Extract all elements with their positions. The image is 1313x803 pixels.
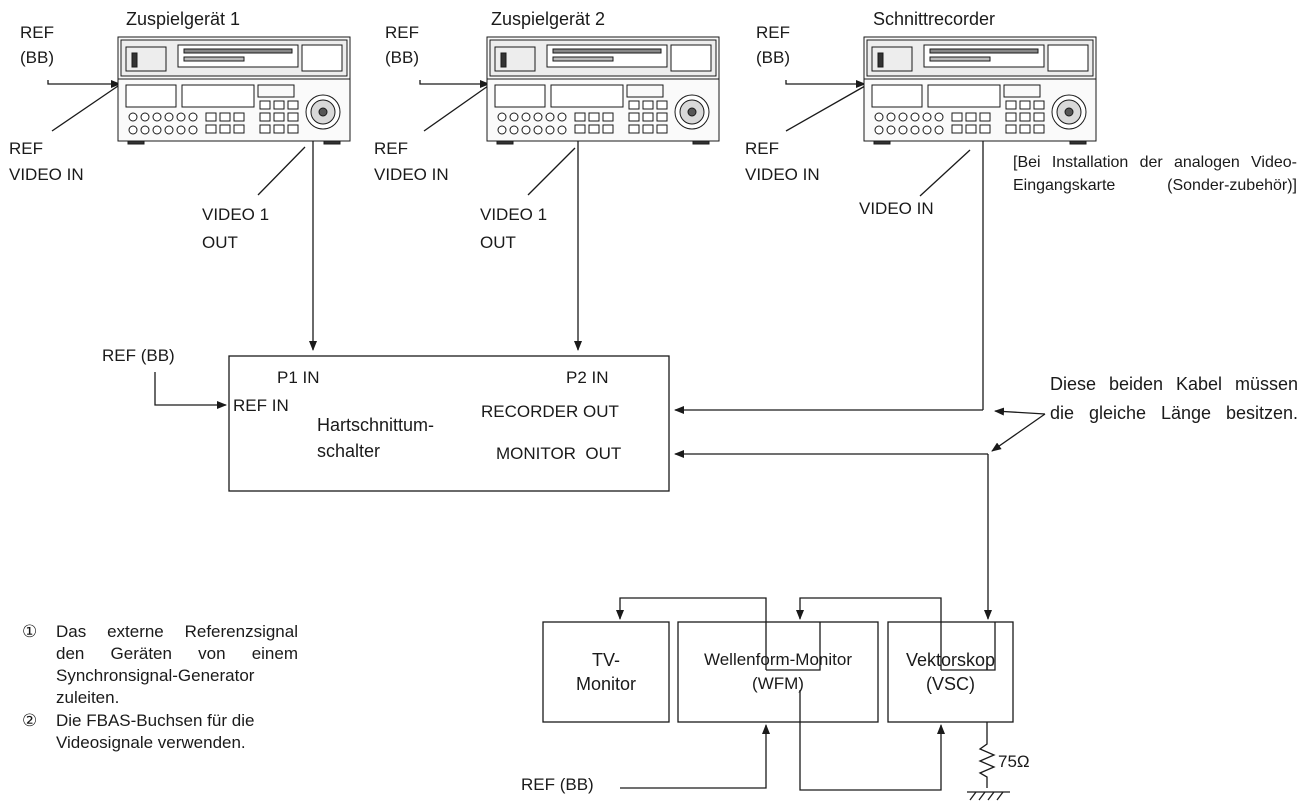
recorder-deck: [863, 36, 1097, 145]
p2-in-label: P2 IN: [566, 368, 609, 387]
recorder-video-in-label: VIDEO IN: [859, 199, 934, 218]
video-out-leader-player2: [527, 147, 576, 196]
tv-monitor-box: [542, 621, 670, 723]
wfm-to-tv-loop: [616, 597, 767, 670]
recorder-option-note: [Bei Installation der analogen Video-Ein…: [1013, 154, 1297, 194]
termination-label: 75Ω: [998, 752, 1030, 771]
ref-video-in-line-recorder: [785, 85, 866, 132]
note-2: ② Die FBAS-Buchsen für die Videosignale …: [22, 710, 298, 754]
video-out-leader-player1: [257, 146, 306, 196]
wfm-box: [677, 621, 879, 723]
p1-in-label: P1 IN: [277, 368, 320, 387]
note-1-text: Das externe Referenzsignal den Geräten v…: [56, 622, 298, 707]
player2-ref-video-in-label: REF VIDEO IN: [374, 139, 449, 184]
note-1-number: ①: [22, 622, 38, 641]
player1-video-out-label: VIDEO 1 OUT: [202, 205, 270, 252]
vsc-box: [887, 621, 1014, 723]
wfm-vsc-inner-loop-1: [766, 622, 821, 671]
ref-video-in-line-player1: [51, 85, 119, 132]
switcher-name: Hartschnittum- schalter: [317, 415, 435, 461]
switcher-ref-bb-label: REF (BB): [102, 346, 175, 365]
player1-title: Zuspielgerät 1: [126, 9, 241, 29]
player1-deck: [117, 36, 351, 145]
ref-bb-line-player2: [419, 80, 490, 88]
note-1: ① Das externe Referenzsignal den Geräten…: [22, 621, 298, 709]
ref-video-in-line-player2: [423, 85, 489, 132]
note-2-number: ②: [22, 711, 38, 730]
ref-bb-to-wfm: [620, 724, 770, 789]
cable-note-arrow-upper: [994, 407, 1046, 416]
monitor-out-label: MONITOR OUT: [496, 444, 622, 463]
recorder-title: Schnittrecorder: [873, 9, 996, 29]
player2-title: Zuspielgerät 2: [491, 9, 606, 29]
monitor-ref-bb-label: REF (BB): [521, 775, 594, 794]
player1-ref-video-in-label: REF VIDEO IN: [9, 139, 84, 184]
vsc-to-wfm-loop: [796, 597, 942, 670]
player2-deck: [486, 36, 720, 145]
wfm-label: Wellenform-Monitor (WFM): [703, 650, 852, 693]
tv-monitor-label: TV- Monitor: [575, 650, 637, 694]
vsc-label: Vektorskop (VSC): [905, 650, 996, 694]
cable-length-note: Diese beiden Kabel müssen die gleiche Lä…: [1050, 374, 1298, 423]
player2-video-out-label: VIDEO 1 OUT: [480, 205, 548, 252]
switcher-ref-line: [154, 372, 227, 409]
ref-in-label: REF IN: [233, 396, 289, 415]
recorder-ref-bb-label: REF (BB): [756, 23, 790, 67]
note-2-text: Die FBAS-Buchsen für die Videosignale ve…: [56, 711, 255, 752]
player2-ref-bb-label: REF (BB): [385, 23, 419, 67]
wfm-bottom-to-vsc: [799, 690, 945, 791]
notes-list: ① Das externe Referenzsignal den Geräten…: [22, 621, 298, 754]
wfm-vsc-inner-loop-2: [941, 622, 996, 671]
termination-resistor: [978, 722, 996, 788]
cable-note-arrow-lower: [991, 413, 1046, 452]
ref-bb-line-player1: [47, 80, 121, 88]
player1-ref-bb-label: REF (BB): [20, 23, 54, 67]
ref-bb-line-recorder: [785, 80, 866, 88]
recorder-out-label: RECORDER OUT: [481, 402, 619, 421]
video-in-leader-recorder: [919, 149, 971, 197]
recorder-ref-video-in-label: REF VIDEO IN: [745, 139, 820, 184]
switcher-box: [228, 355, 670, 492]
ground-hatch: [969, 791, 1004, 801]
